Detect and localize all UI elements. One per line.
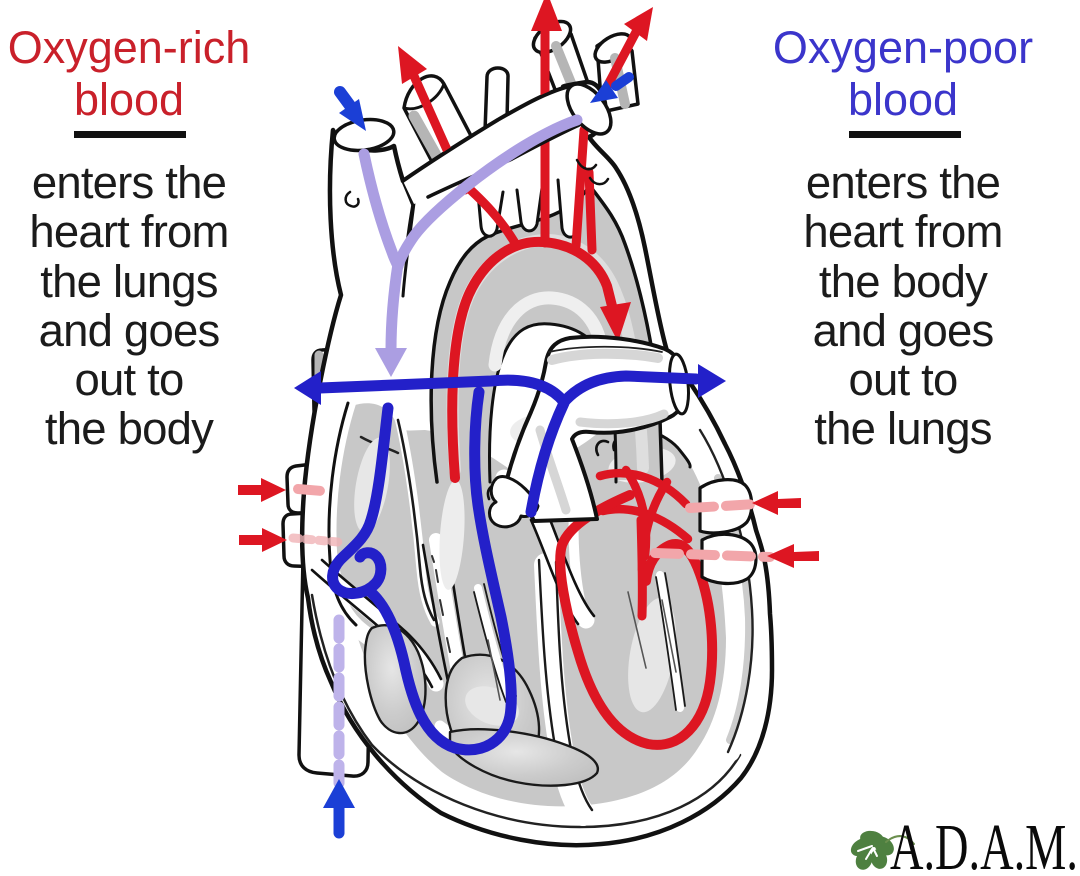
svg-text:A.D.A.M.: A.D.A.M.: [890, 811, 1078, 876]
